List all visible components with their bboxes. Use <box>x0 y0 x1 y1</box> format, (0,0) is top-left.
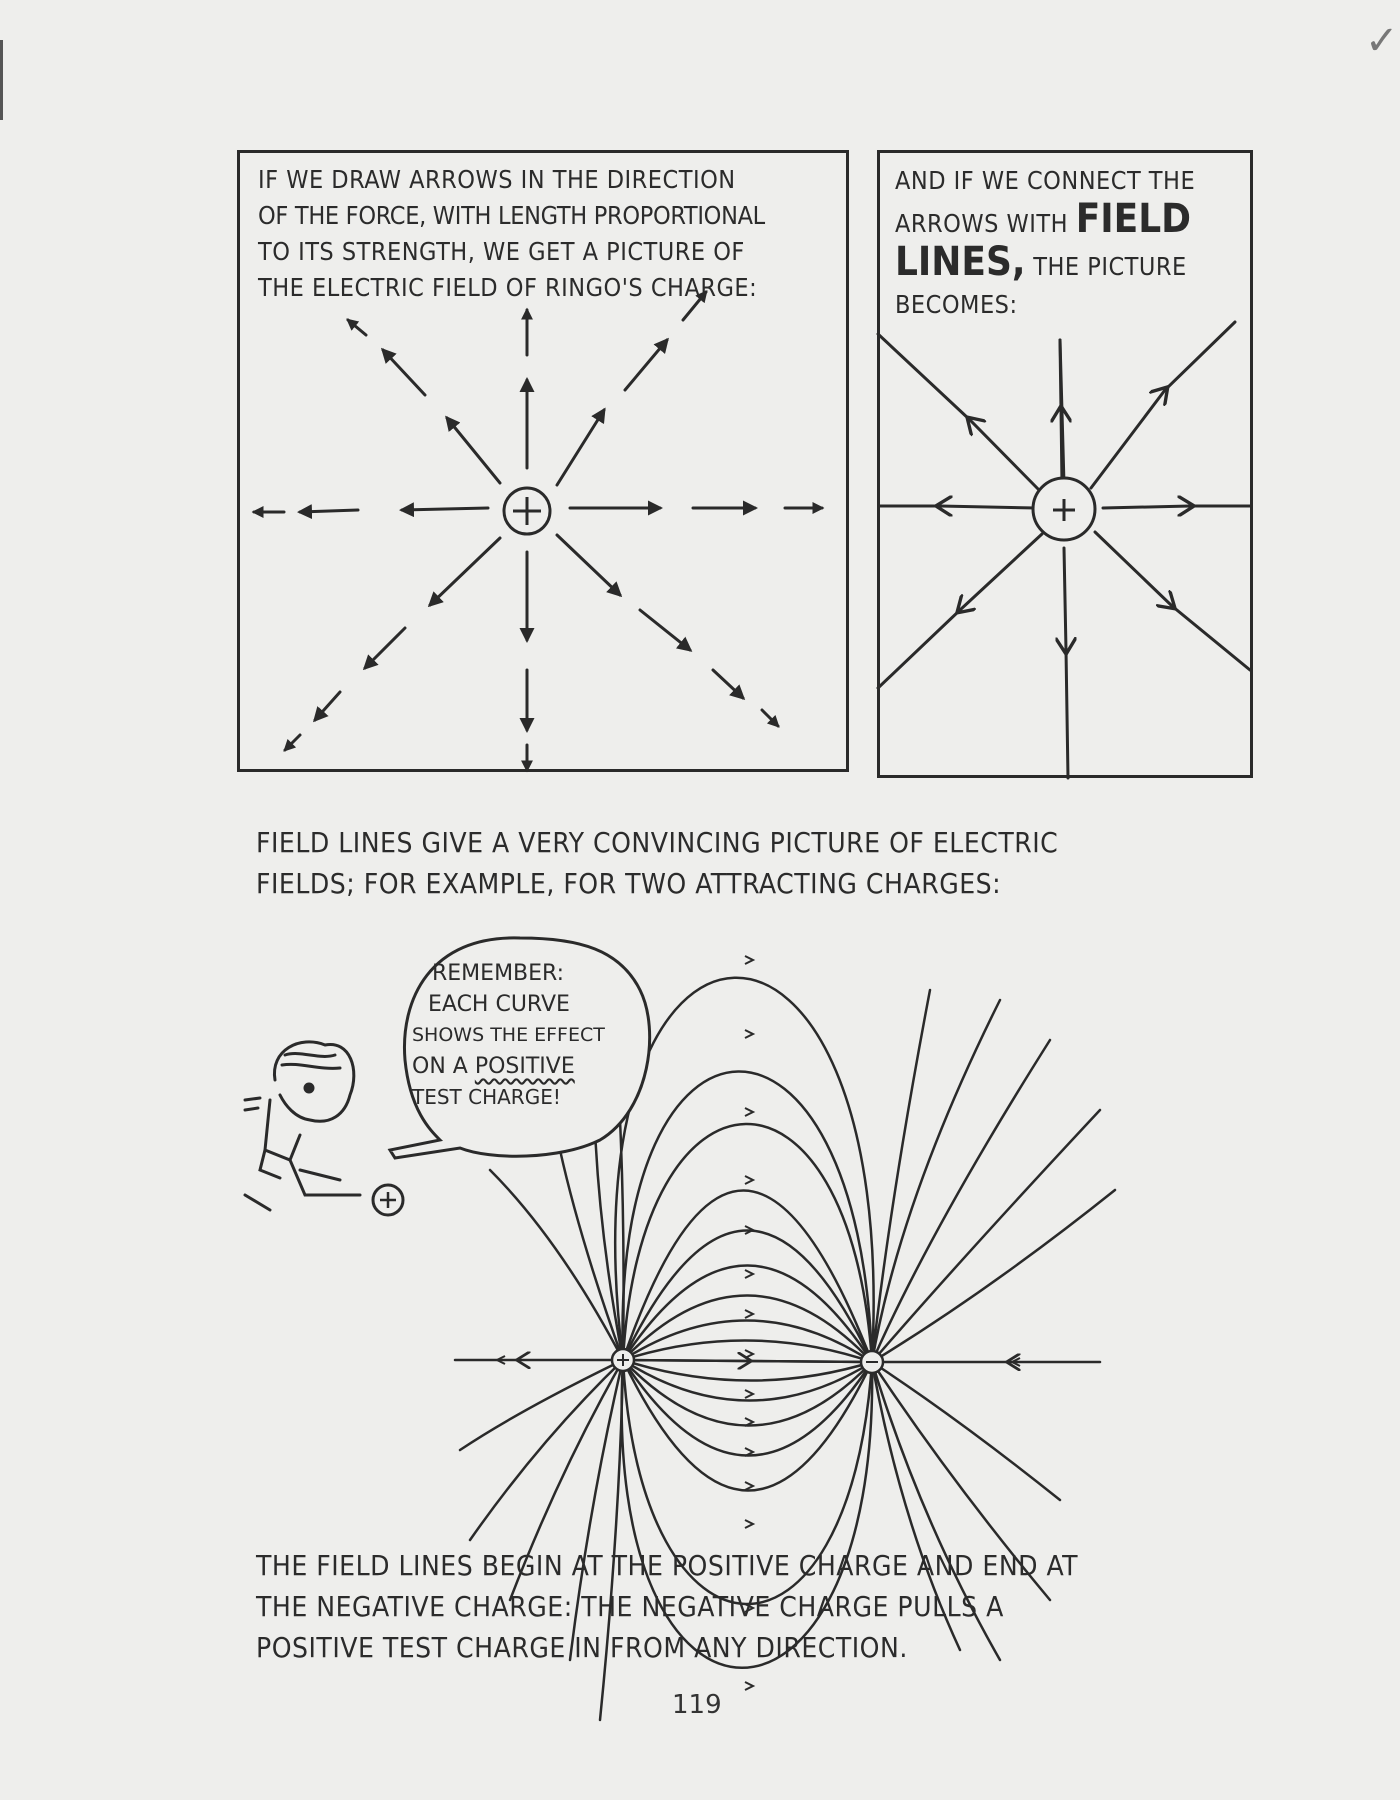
caption-line: LINES, THE PICTURE <box>895 239 1187 285</box>
emphasis-field: FIELD <box>1075 196 1192 242</box>
dipole-field-lines <box>453 976 1117 1722</box>
test-charge <box>371 1183 405 1217</box>
caption-line: POSITIVE TEST CHARGE IN FROM ANY DIRECTI… <box>256 1631 908 1664</box>
caption-line: BECOMES: <box>895 290 1018 319</box>
caption-line: OF THE FORCE, WITH LENGTH PROPORTIONAL <box>258 201 765 230</box>
charge-negative-dipole <box>859 1349 885 1375</box>
caption-line: FIELDS; FOR EXAMPLE, FOR TWO ATTRACTING … <box>256 867 1002 900</box>
page-number: 119 <box>672 1690 722 1720</box>
caption-line: THE NEGATIVE CHARGE: THE NEGATIVE CHARGE… <box>256 1590 1004 1623</box>
caption-line: THE ELECTRIC FIELD OF RINGO'S CHARGE: <box>258 273 758 302</box>
caption-line: IF WE DRAW ARROWS IN THE DIRECTION <box>258 165 736 194</box>
dipole-arrowheads <box>494 955 1021 1691</box>
emphasis-lines: LINES, <box>895 239 1026 285</box>
emphasis-positive: POSITIVE <box>474 1054 575 1079</box>
charge-positive-left <box>502 486 552 536</box>
caption-line: FIELD LINES GIVE A VERY CONVINCING PICTU… <box>256 826 1059 859</box>
middle-caption: FIELD LINES GIVE A VERY CONVINCING PICTU… <box>256 822 1058 904</box>
charge-positive-dipole <box>610 1347 636 1373</box>
caption-line: THE FIELD LINES BEGIN AT THE POSITIVE CH… <box>256 1549 1078 1582</box>
page-edge-shadow <box>0 40 3 120</box>
panel-left-caption: IF WE DRAW ARROWS IN THE DIRECTION OF TH… <box>258 162 765 306</box>
panel-arrow-field <box>237 150 849 772</box>
bottom-caption: THE FIELD LINES BEGIN AT THE POSITIVE CH… <box>256 1545 1078 1668</box>
speech-bubble-text: REMEMBER: EACH CURVE SHOWS THE EFFECT ON… <box>412 961 605 1109</box>
panel-field-lines <box>877 150 1253 778</box>
caption-line: TO ITS STRENGTH, WE GET A PICTURE OF <box>258 237 745 266</box>
caption-line: ARROWS WITH FIELD <box>895 196 1192 242</box>
panel-right-caption: AND IF WE CONNECT THE ARROWS WITH FIELD … <box>895 162 1195 324</box>
speech-bubble <box>387 936 652 1160</box>
ringo-character <box>243 1040 362 1212</box>
checkmark-icon: ✓ <box>1365 18 1399 64</box>
caption-line: AND IF WE CONNECT THE <box>895 166 1196 195</box>
charge-positive-right <box>1031 476 1097 542</box>
